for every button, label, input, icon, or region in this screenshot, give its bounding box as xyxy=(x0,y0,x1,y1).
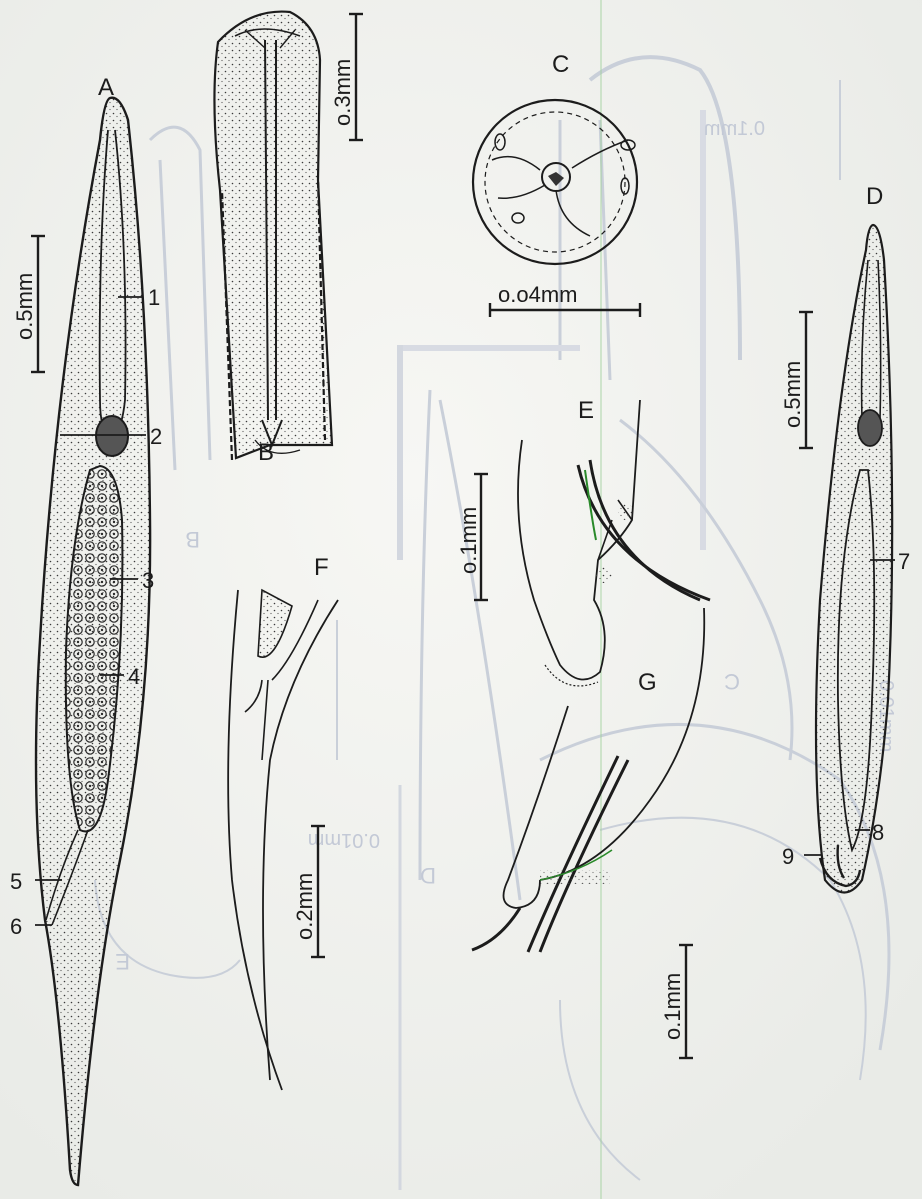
figure-f-scale-label: o.2mm xyxy=(292,873,317,940)
callout-2: 2 xyxy=(150,424,162,449)
figure-a-scale-label: o.5mm xyxy=(12,273,37,340)
ghost-letter-d: D xyxy=(420,863,436,888)
callout-1: 1 xyxy=(148,285,160,310)
figure-b-anterior-end xyxy=(214,12,332,460)
figure-a-label: A xyxy=(98,74,114,101)
ghost-letter-c: C xyxy=(724,669,740,694)
figure-e-scale-label: o.1mm xyxy=(456,507,481,574)
ghost-scale-1: 0.1mm xyxy=(704,118,765,140)
ghost-letter-b: B xyxy=(185,527,200,552)
figure-d-label: D xyxy=(866,183,883,210)
callout-3: 3 xyxy=(142,568,154,593)
figure-g-label: G xyxy=(638,669,657,696)
figure-g-scale-label: o.1mm xyxy=(660,973,685,1040)
figure-f-label: F xyxy=(314,554,329,581)
figure-c-label: C xyxy=(552,51,569,78)
callout-8: 8 xyxy=(872,820,884,845)
figure-b-label: B xyxy=(258,439,274,466)
callout-4: 4 xyxy=(128,664,140,689)
callout-6: 6 xyxy=(10,914,22,939)
ghost-letter-e: E xyxy=(115,949,130,974)
figure-b-scale-label: o.3mm xyxy=(330,59,355,126)
callout-9: 9 xyxy=(782,844,794,869)
figure-c-scale-label: o.o4mm xyxy=(498,282,577,307)
callout-5: 5 xyxy=(10,869,22,894)
figure-e-label: E xyxy=(578,397,594,424)
figure-d-scale-label: o.5mm xyxy=(780,361,805,428)
callout-7: 7 xyxy=(898,549,910,574)
